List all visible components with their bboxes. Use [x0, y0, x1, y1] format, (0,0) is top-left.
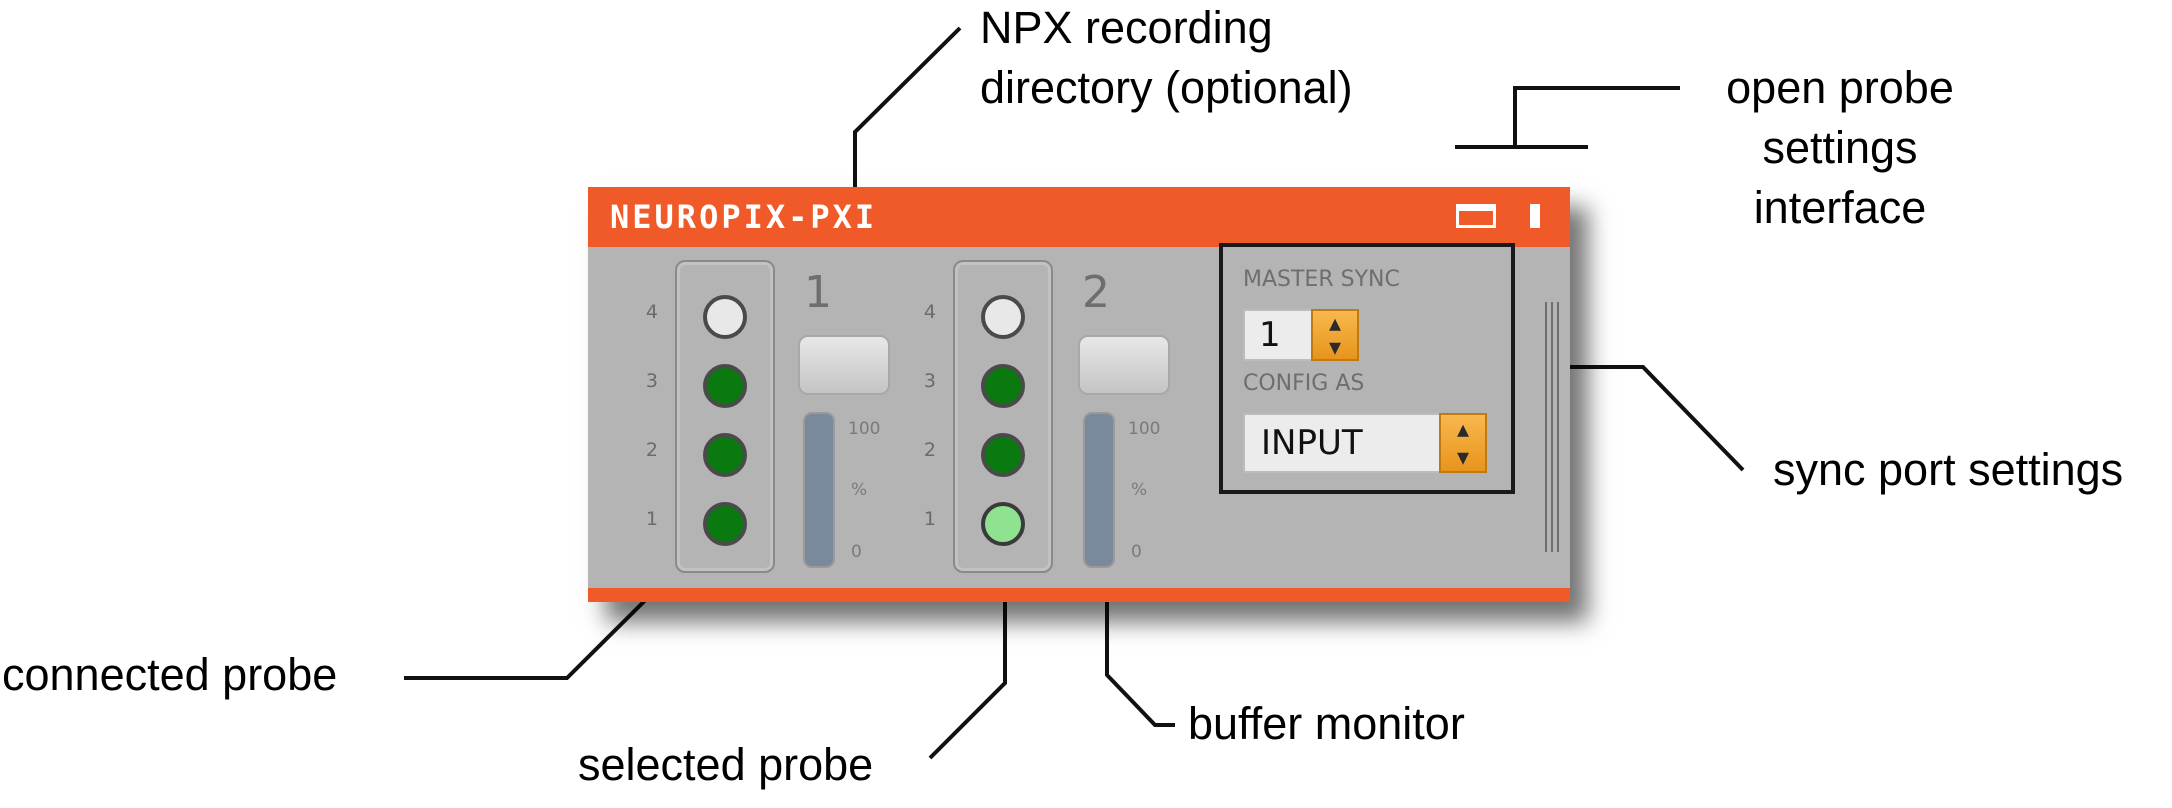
probe-led-connected[interactable]: [703, 433, 747, 477]
master-sync-value: 1: [1259, 315, 1281, 355]
row-number: 3: [645, 370, 658, 392]
plugin-title: NEUROPIX-PXI: [610, 198, 878, 236]
probe-led-connected[interactable]: [981, 433, 1025, 477]
probe-led-selected[interactable]: [981, 502, 1025, 546]
callout-connected-probe: connected probe: [2, 649, 338, 700]
callout-line: open probe: [1726, 62, 1954, 113]
probe-led-empty[interactable]: [703, 295, 747, 339]
callout-sync-settings: sync port settings: [1773, 444, 2124, 495]
row-number: 2: [645, 439, 658, 461]
row-number: 3: [923, 370, 936, 392]
stepper-arrows-icon[interactable]: ▴▾: [1439, 413, 1487, 473]
probe-led-connected[interactable]: [703, 364, 747, 408]
recording-directory-button[interactable]: [1078, 335, 1170, 395]
callout-npx-directory: NPX recording directory (optional): [980, 0, 1353, 118]
buffer-min-label: 0: [851, 542, 862, 562]
config-as-label: CONFIG AS: [1243, 371, 1365, 396]
callout-selected-probe: selected probe: [578, 739, 874, 790]
row-number: 1: [923, 508, 936, 530]
callout-buffer-monitor: buffer monitor: [1188, 698, 1465, 749]
config-as-select[interactable]: INPUT ▴▾: [1243, 413, 1487, 473]
callout-probe-settings: open probe settings interface: [1680, 58, 2000, 238]
title-bar: NEUROPIX-PXI: [588, 187, 1570, 247]
stepper-arrows-icon[interactable]: ▴▾: [1311, 309, 1359, 361]
row-number: 4: [923, 301, 936, 323]
row-number: 2: [923, 439, 936, 461]
recording-directory-button[interactable]: [798, 335, 890, 395]
row-number: 1: [645, 508, 658, 530]
bottom-bar: [588, 588, 1570, 602]
neuropix-plugin-panel: NEUROPIX-PXI 4 3 2 1 1 100 % 0 4 3 2 1 2…: [588, 187, 1570, 602]
tab-icon[interactable]: [1530, 204, 1540, 228]
drawer-grip-icon[interactable]: [1545, 302, 1563, 552]
row-number: 4: [645, 301, 658, 323]
window-icon[interactable]: [1456, 204, 1496, 228]
slot-number: 2: [1082, 267, 1110, 318]
probe-led-empty[interactable]: [981, 295, 1025, 339]
buffer-min-label: 0: [1131, 542, 1142, 562]
probe-led-connected[interactable]: [703, 502, 747, 546]
buffer-unit-label: %: [1131, 480, 1148, 500]
probe-slot-box: [675, 260, 775, 573]
buffer-monitor: [1083, 412, 1115, 568]
slot-number: 1: [804, 267, 832, 318]
buffer-monitor: [803, 412, 835, 568]
master-sync-select[interactable]: 1 ▴▾: [1243, 309, 1359, 361]
probe-slot-box: [953, 260, 1053, 573]
buffer-unit-label: %: [851, 480, 868, 500]
callout-line: NPX recording: [980, 2, 1273, 53]
buffer-max-label: 100: [1128, 419, 1161, 439]
sync-port-settings: MASTER SYNC 1 ▴▾ CONFIG AS INPUT ▴▾: [1219, 243, 1515, 494]
probe-led-connected[interactable]: [981, 364, 1025, 408]
callout-line: directory (optional): [980, 62, 1353, 113]
master-sync-label: MASTER SYNC: [1243, 267, 1400, 292]
buffer-max-label: 100: [848, 419, 881, 439]
callout-line: interface: [1753, 182, 1927, 233]
config-as-value: INPUT: [1261, 423, 1363, 463]
callout-line: settings: [1762, 122, 1918, 173]
